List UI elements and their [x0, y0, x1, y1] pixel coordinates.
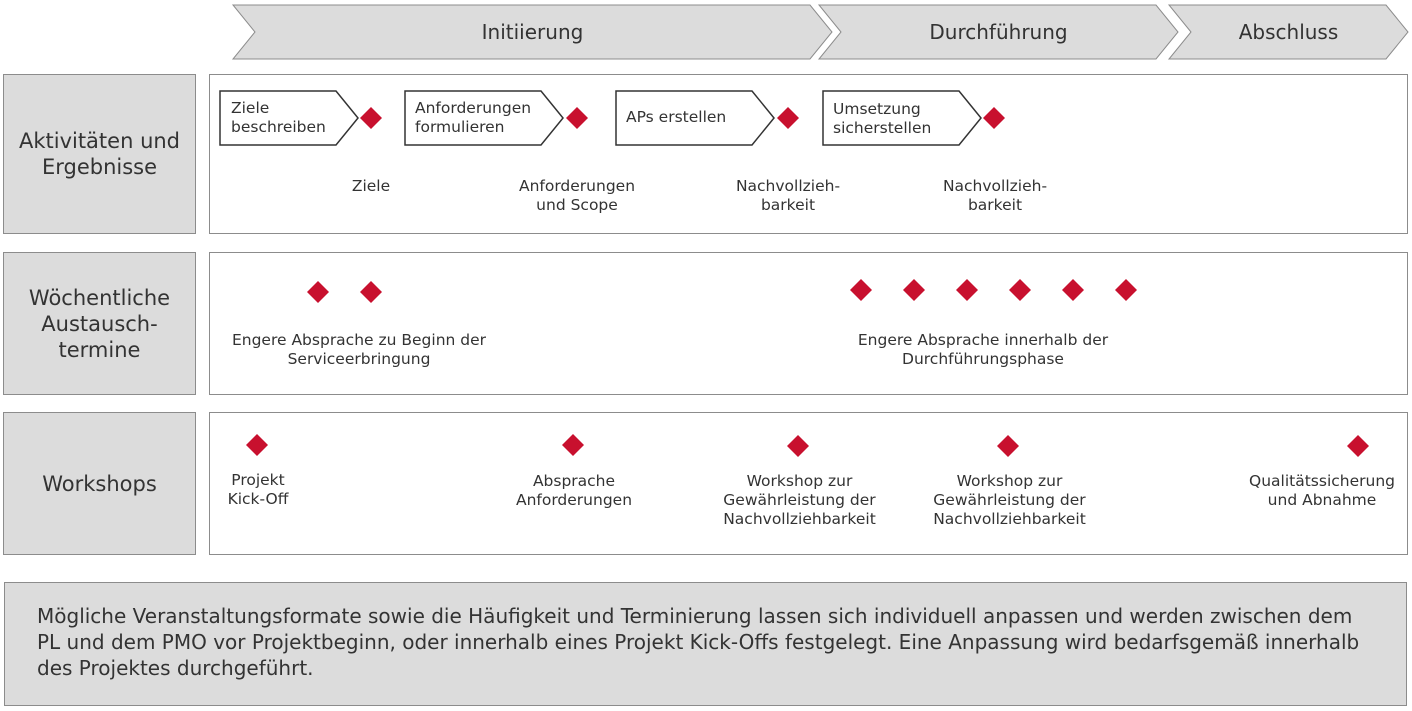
meeting-execution-diamond-4: [1009, 279, 1031, 301]
activity-step-arrow-2: [404, 90, 564, 146]
row-label-activities: Aktivitäten und Ergebnisse: [3, 74, 196, 234]
activity-step-arrow-1: [219, 90, 359, 146]
meeting-caption-execution: Engere Absprache innerhalb der Durchführ…: [857, 331, 1109, 368]
workshop-caption-quality: Qualitätssicherung und Abnahme: [1249, 472, 1395, 509]
meeting-execution-diamond-2: [903, 279, 925, 301]
phase-label-durchfuehrung: Durchführung: [929, 20, 1068, 44]
activity-step-3: APs erstellen: [626, 108, 727, 126]
phase-chevron-abschluss: [1167, 4, 1409, 60]
workshop-diamond-2: [562, 434, 584, 456]
workshop-diamond-5: [1347, 435, 1369, 457]
activity-milestone-diamond-2: [566, 107, 588, 129]
meeting-caption-start: Engere Absprache zu Beginn der Serviceer…: [231, 331, 487, 368]
workshop-diamond-4: [997, 435, 1019, 457]
meeting-execution-diamond-5: [1062, 279, 1084, 301]
phase-chevron-initiierung: [231, 4, 833, 60]
activity-milestone-diamond-3: [777, 107, 799, 129]
workshop-caption-traceability-2: Workshop zur Gewährleistung der Nachvoll…: [933, 472, 1086, 528]
workshop-caption-kickoff: Projekt Kick-Off: [227, 471, 289, 508]
meeting-execution-diamond-1: [850, 279, 872, 301]
activity-step-arrow-4: [822, 90, 982, 146]
activity-result-3: Nachvollzieh- barkeit: [735, 177, 841, 214]
activity-result-4: Nachvollzieh- barkeit: [942, 177, 1048, 214]
meeting-start-diamond-1: [307, 281, 329, 303]
activity-result-1: Ziele: [351, 177, 391, 195]
workshop-caption-traceability-1: Workshop zur Gewährleistung der Nachvoll…: [723, 472, 876, 528]
row-label-weekly-meetings: Wöchentliche Austausch- termine: [3, 252, 196, 395]
meeting-execution-diamond-6: [1115, 279, 1137, 301]
activity-step-1: Ziele beschreiben: [231, 99, 326, 136]
activity-step-4: Umsetzung sicherstellen: [833, 100, 932, 137]
activity-step-2: Anforderungen formulieren: [415, 99, 532, 136]
workshop-diamond-3: [787, 435, 809, 457]
activity-milestone-diamond-1: [360, 107, 382, 129]
meeting-start-diamond-2: [360, 281, 382, 303]
activity-result-2: Anforderungen und Scope: [518, 177, 636, 214]
meeting-execution-diamond-3: [956, 279, 978, 301]
format-note: Mögliche Veranstaltungsformate sowie die…: [4, 582, 1407, 706]
row-label-workshops: Workshops: [3, 412, 196, 555]
workshop-diamond-1: [246, 434, 268, 456]
workshop-caption-requirements: Absprache Anforderungen: [515, 472, 633, 509]
phase-chevron-durchfuehrung: [817, 4, 1179, 60]
activity-step-arrow-3: [615, 90, 775, 146]
phase-label-abschluss: Abschluss: [1238, 20, 1339, 44]
activity-milestone-diamond-4: [983, 107, 1005, 129]
phase-label-initiierung: Initiierung: [481, 20, 584, 44]
